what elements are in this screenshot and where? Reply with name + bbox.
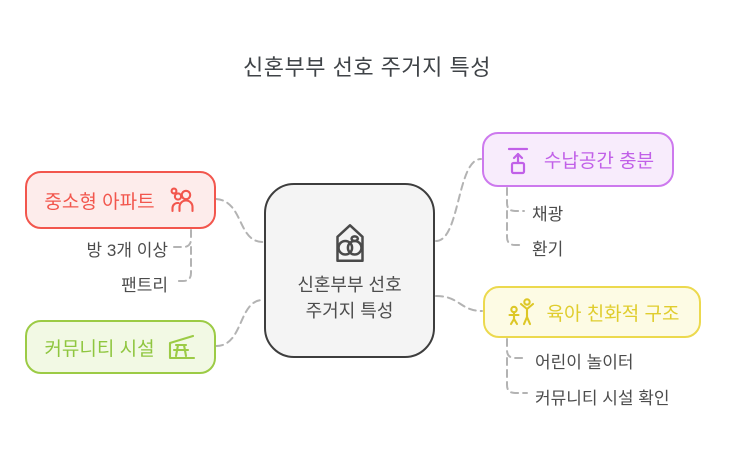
family-group-icon xyxy=(165,184,197,216)
center-node-label: 신혼부부 선호 주거지 특성 xyxy=(297,275,402,321)
link-apartment-rooms xyxy=(173,229,192,248)
branch-storage-label: 수납공간 충분 xyxy=(543,151,655,172)
branch-apartment-label: 중소형 아파트 xyxy=(44,191,155,213)
branch-apartment[interactable]: 중소형 아파트 xyxy=(25,171,216,229)
link-center-apartment xyxy=(215,198,264,243)
branch-childcare-label: 육아 친화적 구조 xyxy=(546,303,680,325)
leaf-community-check[interactable]: 커뮤니티 시설 확인 xyxy=(535,389,670,408)
leaf-rooms[interactable]: 방 3개 이상 xyxy=(86,241,168,260)
parent-child-icon xyxy=(505,296,537,328)
leaf-ventilation[interactable]: 환기 xyxy=(532,240,564,259)
center-node[interactable]: 신혼부부 선호 주거지 특성 xyxy=(264,183,435,358)
branch-community-label: 커뮤니티 시설 xyxy=(44,338,155,360)
diagram-title: 신혼부부 선호 주거지 특성 xyxy=(243,55,491,80)
branch-community[interactable]: 커뮤니티 시설 xyxy=(25,320,216,374)
leaf-playground[interactable]: 어린이 놀이터 xyxy=(535,353,634,372)
leaf-daylight[interactable]: 채광 xyxy=(532,205,564,224)
link-childcare-playground xyxy=(506,338,528,359)
link-center-storage xyxy=(435,158,482,242)
link-center-childcare xyxy=(435,295,483,312)
storage-box-lift-icon xyxy=(502,144,534,176)
picnic-shelter-icon xyxy=(165,331,197,363)
link-childcare-commcheck xyxy=(506,357,528,394)
link-storage-light xyxy=(506,187,525,212)
branch-childcare[interactable]: 육아 친화적 구조 xyxy=(483,286,701,338)
link-center-community xyxy=(215,299,264,347)
house-wedding-rings-icon xyxy=(325,217,375,267)
leaf-pantry[interactable]: 팬트리 xyxy=(121,276,168,295)
link-storage-vent xyxy=(506,210,525,246)
branch-storage[interactable]: 수납공간 충분 xyxy=(482,132,674,187)
link-apartment-pantry xyxy=(173,246,192,282)
